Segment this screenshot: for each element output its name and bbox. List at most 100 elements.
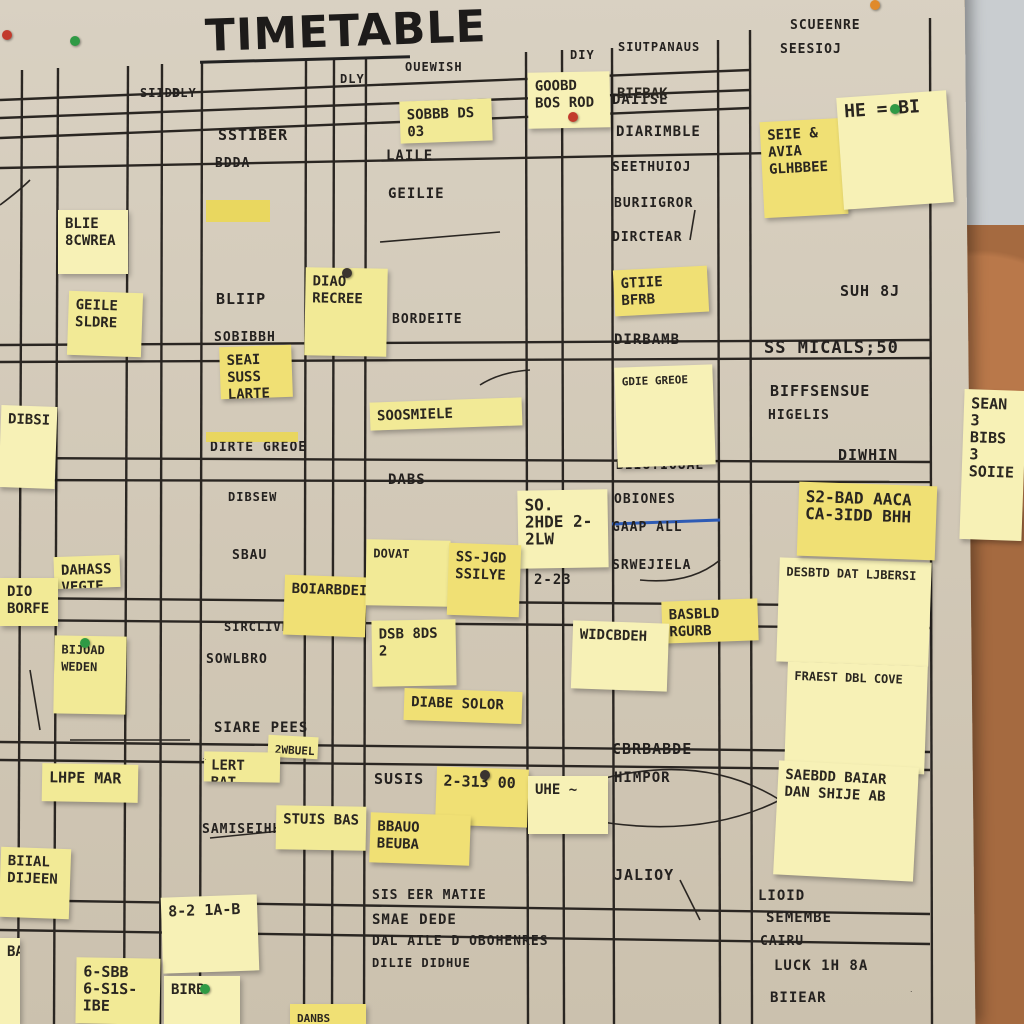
handwritten-text: LUCK 1H 8A [774, 958, 869, 974]
handwritten-text: 2-23 [534, 572, 572, 588]
sticky-note: SAEBDD BAIAR DAN SHIJE AB [773, 760, 919, 882]
handwritten-text: CBRBABDE [612, 740, 693, 758]
handwritten-text: SEMEMBE [766, 910, 833, 926]
header-cell: SCUEENRE [790, 18, 861, 33]
header-cell: DLY [340, 72, 365, 86]
handwritten-text: SOWLBRO [206, 652, 268, 667]
handwritten-text: DIBSEW [228, 490, 278, 504]
handwritten-text: HIMPOR [614, 770, 671, 786]
sticky-note: DIABE SOLOR [403, 687, 523, 725]
sticky-note: BOIARBDEIREEN [282, 574, 368, 638]
sticky-note: DAHASS VEGTE [53, 554, 121, 590]
wall [965, 0, 1024, 225]
sticky-note: WIDCBDEH [570, 620, 670, 692]
page-title: TIMETABLE [204, 1, 488, 62]
handwritten-text: LIOID [758, 888, 806, 904]
black-pushpin-icon [342, 268, 352, 278]
handwritten-text: DIRCTEAR [612, 230, 683, 245]
sticky-note: SS-JGD SSILYE [446, 542, 522, 618]
sticky-note: DIBSI [0, 405, 58, 489]
handwritten-text: BDDA [215, 156, 251, 171]
header-cell: SIUTPANAUS [618, 40, 701, 54]
sticky-note: BIIAL DIJEEN [0, 846, 72, 920]
handwritten-text: DIWHIN [838, 446, 899, 464]
handwritten-text: DIRTE GREOE [210, 440, 308, 455]
handwritten-text: BIFFSENSUE [770, 382, 871, 400]
handwritten-text: OBIONES [614, 492, 676, 507]
handwritten-text: JALIOY [614, 866, 675, 884]
handwritten-text: LAILE [386, 148, 434, 164]
header-cell: DIY [570, 48, 595, 62]
handwritten-text: SIARE PEES [214, 720, 309, 736]
handwritten-text: SOBIBBH [214, 330, 276, 345]
header-cell: SIIDD [140, 86, 182, 100]
sticky-note: DIO BORFE [0, 578, 58, 626]
header-cell: SEESIOJ [780, 42, 842, 57]
green-pushpin-icon [890, 104, 900, 114]
black-pushpin-icon [480, 770, 490, 780]
header-cell: DLY [172, 86, 197, 100]
handwritten-text: DIRBAMB [614, 332, 681, 348]
sticky-note: SO. 2HDE 2-2LW [517, 489, 609, 569]
sticky-note: BASBLD RGURB [661, 598, 759, 644]
handwritten-text: SUSIS [374, 770, 425, 788]
highlight [206, 200, 270, 222]
header-cell: OUEWISH [405, 60, 463, 74]
handwritten-text: SIS EER MATIE [372, 888, 487, 903]
red-pushpin-icon [2, 30, 12, 40]
handwritten-text: GEILIE [388, 186, 445, 202]
sticky-note: SEAI SUSS LARTE [219, 344, 293, 400]
sticky-note: UHE ~ [528, 776, 608, 834]
green-pushpin-icon [80, 638, 90, 648]
handwritten-text: DAL AILE D OBOHENRES [372, 934, 549, 949]
sticky-note: SOBBB DS 03 [399, 98, 493, 144]
sticky-note: 8-2 1A-B [160, 894, 260, 974]
handwritten-text: BIIEAR [770, 990, 827, 1006]
handwritten-text: BLIIP [216, 290, 267, 308]
handwritten-text: CAIRU [760, 934, 805, 949]
sticky-note: SBE SOHE [198, 755, 200, 757]
handwritten-text: DIARIMBLE [616, 124, 701, 140]
sticky-note: BIJOAD WEDEN [53, 635, 127, 715]
handwritten-text: GAAP ALL [612, 520, 683, 535]
handwritten-text: SAMISEIHHER [202, 822, 300, 837]
handwritten-text: BORDEITE [392, 312, 463, 327]
sticky-note: DOVAT [365, 539, 451, 607]
sticky-note: BIRB [164, 976, 240, 1024]
highlight [206, 432, 298, 442]
handwritten-text: SS MICALS;50 [764, 338, 899, 358]
handwritten-text: SRWEJIELA [612, 558, 692, 573]
handwritten-text: SUH 8J [840, 282, 901, 300]
handwritten-text: SSTIBER [218, 126, 289, 144]
sticky-note: GDIE GREOE [614, 364, 716, 468]
sticky-note: S2-BAD AACA CA-3IDD BHH [796, 481, 938, 561]
sticky-note: BLIE 8CWREA [58, 210, 128, 274]
green-pushpin-icon [70, 36, 80, 46]
sticky-note: GEILE SLDRE [66, 290, 144, 358]
sticky-note: BIEBAK [617, 86, 668, 102]
handwritten-text: SIRCLIVE [224, 620, 290, 634]
handwritten-text: DILIE DIDHUE [372, 956, 471, 970]
sticky-note: DANBS SAND [290, 1004, 366, 1024]
sticky-note: GTIIE BFRB [612, 265, 710, 317]
sticky-note: DIAO RECREE [304, 267, 388, 357]
sticky-note: SAIRE DESE [200, 756, 202, 758]
sticky-note: UHE CHRUE [910, 990, 912, 992]
handwritten-text: SMAE DEDE [372, 912, 457, 928]
sticky-note: STUIS BAS [275, 805, 367, 851]
handwritten-text: DAIISE [612, 92, 669, 108]
handwritten-text: SEETHUIOJ [612, 160, 692, 175]
sticky-note: ESSDAJ HUIBELY [204, 758, 206, 760]
sticky-note: BBAUO BEUBA [369, 812, 471, 866]
sticky-note: FRAEST DBL COVE [784, 661, 928, 775]
sticky-note: SEAN 3 BIBS 3 SOIIE [959, 388, 1024, 542]
handwritten-text: DABS [388, 472, 426, 488]
sticky-note: DESBTD DAT LJBERSI [776, 557, 932, 667]
sticky-note: SEIE & AVIA GLHBBEE [759, 117, 849, 219]
sticky-note: DSB 8DS 2 [371, 619, 457, 687]
sticky-note: BAIBIED [0, 938, 20, 1024]
handwritten-text: HIGELIS [768, 408, 830, 423]
sticky-note: HEIMAOE [202, 757, 204, 759]
sticky-note: LERT BAT LEHD [203, 751, 281, 783]
